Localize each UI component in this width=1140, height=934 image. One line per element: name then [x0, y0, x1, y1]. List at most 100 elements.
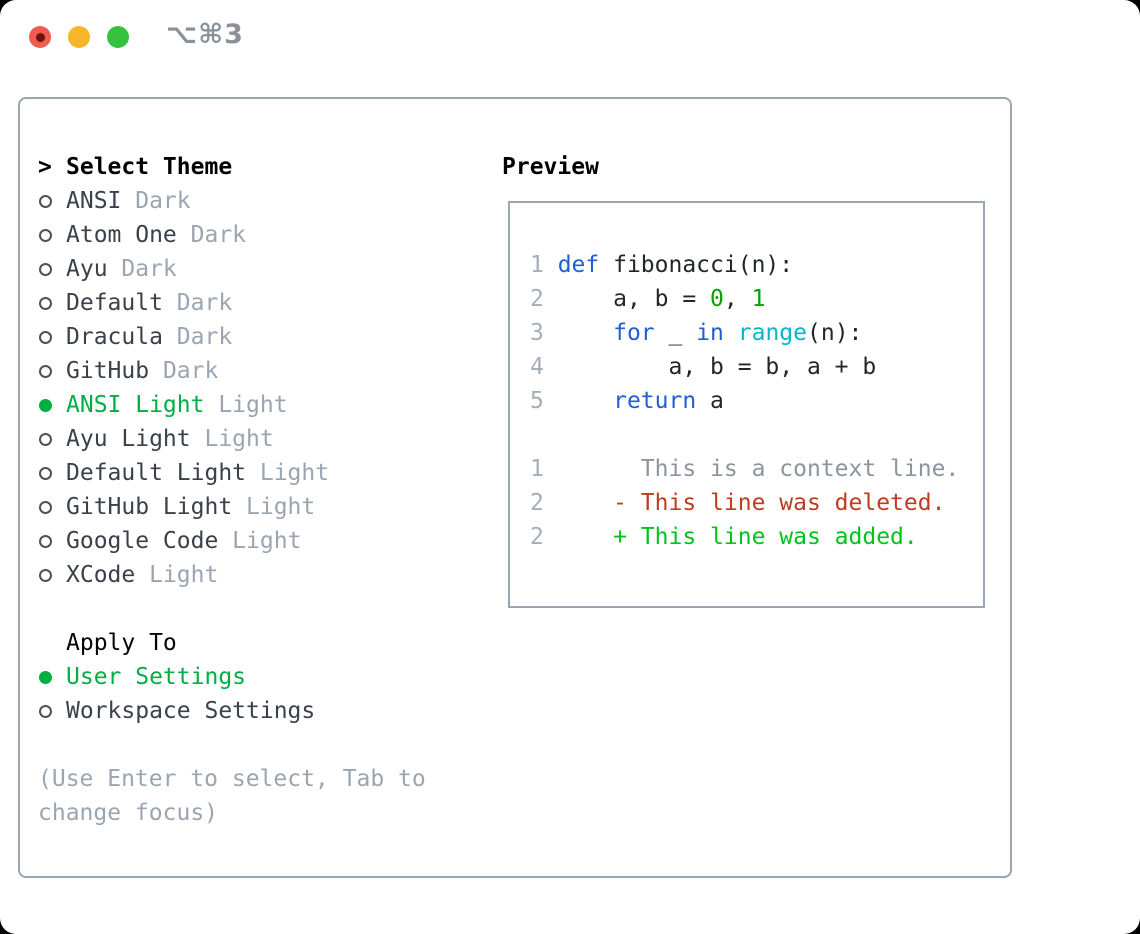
code-token: a, b = — [557, 286, 711, 312]
line-number: 3 — [530, 320, 558, 346]
radio-selected-icon — [38, 398, 66, 412]
apply-to-option[interactable]: Workspace Settings — [38, 694, 478, 728]
theme-name: Atom One — [66, 222, 177, 248]
radio-icon — [38, 466, 66, 480]
code-token — [558, 388, 613, 414]
theme-option[interactable]: Ayu Dark — [38, 252, 478, 286]
code-token: def — [557, 252, 600, 278]
radio-icon — [38, 296, 66, 310]
code-token: 0 — [710, 286, 724, 312]
theme-option[interactable]: XCode Light — [38, 558, 478, 592]
theme-option[interactable]: Atom One Dark — [38, 218, 478, 252]
theme-name: Dracula — [66, 324, 163, 350]
code-preview: 1 def fibonacci(n): 2 a, b = 0, 1 3 for _ … — [530, 248, 983, 554]
code-token: This is a context line. — [557, 456, 960, 482]
code-token: - This line was deleted. — [557, 490, 946, 516]
radio-icon — [38, 262, 66, 276]
radio-icon — [38, 194, 66, 208]
theme-name: Ayu Light — [66, 426, 191, 452]
preview-pane: 1 def fibonacci(n): 2 a, b = 0, 1 3 for _ … — [508, 201, 985, 608]
theme-name: Default Light — [66, 460, 247, 486]
theme-variant: Dark — [149, 358, 219, 384]
theme-option[interactable]: GitHub Dark — [38, 354, 478, 388]
radio-icon — [38, 568, 66, 582]
help-line: change focus) — [38, 800, 219, 826]
radio-selected-icon — [38, 670, 66, 684]
radio-icon — [38, 432, 66, 446]
theme-option[interactable]: Default Light Light — [38, 456, 478, 490]
code-line: 2 - This line was deleted. — [530, 486, 983, 520]
code-token — [724, 320, 738, 346]
help-text: (Use Enter to select, Tab to change focus… — [38, 762, 478, 830]
maximize-button[interactable] — [107, 26, 129, 48]
preview-title: Preview — [502, 154, 599, 180]
line-number: 2 — [530, 286, 558, 312]
line-number: 5 — [530, 388, 558, 414]
code-token: 1 — [751, 286, 766, 312]
code-token: range — [737, 320, 807, 346]
line-number: 1 — [530, 456, 558, 482]
window-title: ⌥⌘3 — [166, 19, 244, 50]
select-theme-title: Select Theme — [66, 154, 233, 180]
code-line: 1 def fibonacci(n): — [530, 248, 983, 282]
theme-option[interactable]: GitHub Light Light — [38, 490, 478, 524]
code-line: 1 This is a context line. — [530, 452, 983, 486]
theme-option[interactable]: Ayu Light Light — [38, 422, 478, 456]
code-token: , — [723, 286, 752, 312]
code-token: for — [613, 320, 655, 346]
close-button[interactable] — [29, 26, 51, 48]
radio-icon — [38, 704, 66, 718]
code-token: in — [696, 320, 724, 346]
help-line: (Use Enter to select, Tab to — [38, 766, 426, 792]
radio-icon — [38, 534, 66, 548]
line-number: 2 — [530, 524, 558, 550]
theme-name: Google Code — [66, 528, 219, 554]
code-line: 2 + This line was added. — [530, 520, 983, 554]
theme-variant: Light — [204, 392, 288, 418]
theme-variant: Light — [135, 562, 219, 588]
line-number: 4 — [530, 354, 558, 380]
select-theme-header: > Select Theme — [38, 150, 478, 184]
theme-variant: Dark — [176, 222, 247, 248]
apply-option-label: Workspace Settings — [66, 698, 316, 724]
theme-variant: Dark — [107, 256, 177, 282]
spacer — [38, 592, 478, 626]
theme-option[interactable]: Google Code Light — [38, 524, 478, 558]
apply-option-label: User Settings — [66, 664, 247, 690]
theme-name: GitHub Light — [66, 494, 233, 520]
code-token: _ — [654, 320, 697, 346]
line-number: 1 — [530, 252, 558, 278]
theme-option[interactable]: ANSI Dark — [38, 184, 478, 218]
theme-variant: Light — [218, 528, 302, 554]
code-token — [558, 320, 613, 346]
code-token: (n): — [807, 320, 863, 346]
theme-variant: Light — [246, 460, 330, 486]
code-line: 4 a, b = b, a + b — [530, 350, 983, 384]
code-token: + This line was added. — [557, 524, 918, 550]
code-line: 3 for _ in range(n): — [530, 316, 983, 350]
radio-icon — [38, 228, 66, 242]
radio-icon — [38, 364, 66, 378]
theme-variant: Light — [190, 426, 274, 452]
code-token: a — [696, 388, 724, 414]
theme-option[interactable]: ANSI Light Light — [38, 388, 478, 422]
theme-name: XCode — [66, 562, 136, 588]
code-token: return — [613, 388, 697, 414]
code-line: 5 return a — [530, 384, 983, 418]
theme-name: Ayu — [66, 256, 108, 282]
theme-variant: Dark — [162, 324, 233, 350]
preview-header: Preview — [502, 150, 599, 184]
code-token: fibonacci(n): — [599, 252, 794, 278]
theme-name: GitHub — [66, 358, 150, 384]
spacer — [38, 728, 478, 762]
minimize-button[interactable] — [68, 26, 90, 48]
theme-name: ANSI — [66, 188, 122, 214]
apply-to-option[interactable]: User Settings — [38, 660, 478, 694]
theme-option[interactable]: Default Dark — [38, 286, 478, 320]
theme-option[interactable]: Dracula Dark — [38, 320, 478, 354]
